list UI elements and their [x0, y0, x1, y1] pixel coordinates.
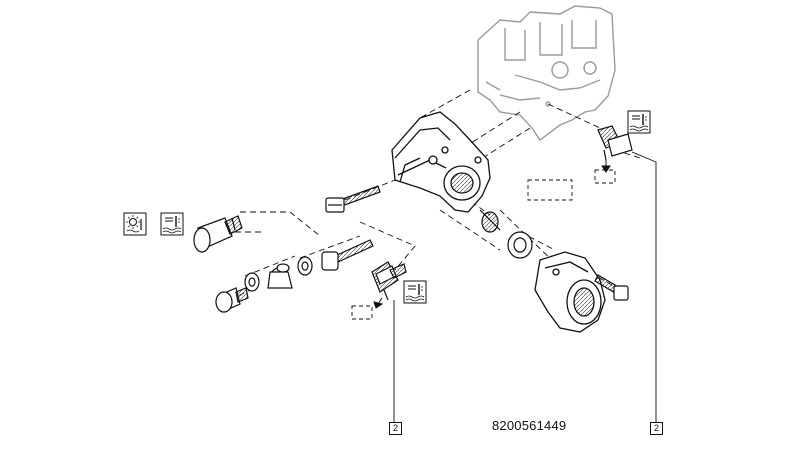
sun-temperature-icon	[123, 212, 147, 236]
long-bolt-lower	[321, 239, 374, 271]
water-outlet-housing	[534, 251, 606, 333]
temperature-sender-left	[193, 215, 243, 253]
callout-number-left: 2	[389, 422, 402, 435]
thermostat-and-seal	[479, 209, 533, 259]
engine-block-outline	[477, 5, 616, 142]
washers-and-plugs	[215, 256, 313, 313]
temperature-sender-center	[371, 261, 407, 301]
part-number-label: 8200561449	[492, 418, 567, 433]
bolt-right	[594, 274, 629, 301]
coolant-temperature-icon	[403, 280, 427, 304]
thermostat-housing	[391, 111, 491, 213]
callout-number-right: 2	[650, 422, 663, 435]
long-bolt-upper	[325, 185, 381, 213]
temperature-sender-right	[597, 125, 633, 161]
coolant-temperature-icon	[160, 212, 184, 236]
callout-leader-lines	[393, 151, 657, 422]
coolant-temperature-icon	[627, 110, 651, 134]
connector-arrows	[373, 160, 611, 309]
